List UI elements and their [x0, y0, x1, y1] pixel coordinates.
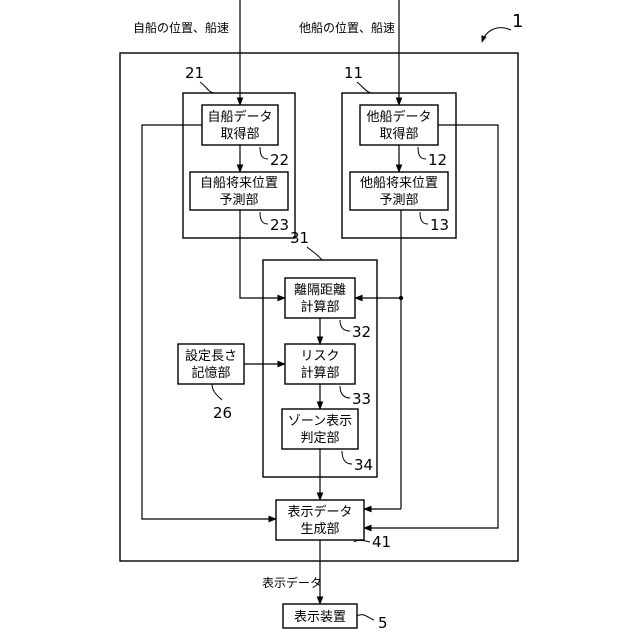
block-zone-judge-line1: ゾーン表示 — [288, 414, 352, 429]
block-display-gen-line1: 表示データ — [287, 504, 352, 520]
flow-label-display-data: 表示データ — [262, 575, 322, 590]
ref-zone-judge: 34 — [354, 456, 373, 474]
ref-group-own: 21 — [185, 64, 204, 82]
block-setting-storage-line1: 設定長さ — [185, 348, 237, 364]
ref-display-gen: 41 — [372, 533, 391, 551]
ref-own-data-acq: 22 — [270, 151, 289, 169]
junction-dot — [399, 296, 403, 300]
block-own-data-acq-line2: 取得部 — [220, 126, 259, 142]
block-display-gen-line2: 生成部 — [300, 522, 339, 537]
block-distance-calc-line2: 計算部 — [300, 299, 339, 315]
ref-display-device: 5 — [378, 614, 388, 632]
ref-distance-calc: 32 — [352, 323, 371, 341]
input-label-own: 自船の位置、船速 — [133, 20, 229, 35]
block-other-data-acq-line2: 取得部 — [379, 126, 418, 142]
block-setting-storage-line2: 記憶部 — [191, 365, 230, 381]
block-risk-calc-line1: リスク — [300, 349, 339, 364]
block-other-future-line1: 他船将来位置 — [360, 176, 438, 191]
block-other-data-acq-line1: 他船データ — [366, 109, 431, 125]
block-risk-calc-line2: 計算部 — [300, 365, 339, 381]
block-other-future-line2: 予測部 — [379, 193, 418, 208]
block-own-data-acq-line1: 自船データ — [207, 109, 272, 125]
ref-other-data-acq: 12 — [428, 151, 447, 169]
ref-setting-storage: 26 — [213, 404, 232, 422]
ref-system: 1 — [512, 11, 523, 32]
input-label-other: 他船の位置、船速 — [299, 20, 395, 35]
block-display-device-label: 表示装置 — [294, 610, 346, 625]
block-distance-calc-line1: 離隔距離 — [294, 283, 346, 298]
leader-system — [482, 28, 511, 42]
block-zone-judge-line2: 判定部 — [300, 431, 339, 446]
ref-group-calc: 31 — [290, 229, 309, 247]
block-own-future-line2: 予測部 — [219, 193, 258, 208]
leader-display-device — [357, 615, 374, 620]
ref-risk-calc: 33 — [352, 390, 371, 408]
block-own-future-line1: 自船将来位置 — [200, 176, 278, 191]
ref-other-future: 13 — [430, 216, 449, 234]
ref-own-future: 23 — [270, 216, 289, 234]
ref-group-other: 11 — [344, 64, 363, 82]
